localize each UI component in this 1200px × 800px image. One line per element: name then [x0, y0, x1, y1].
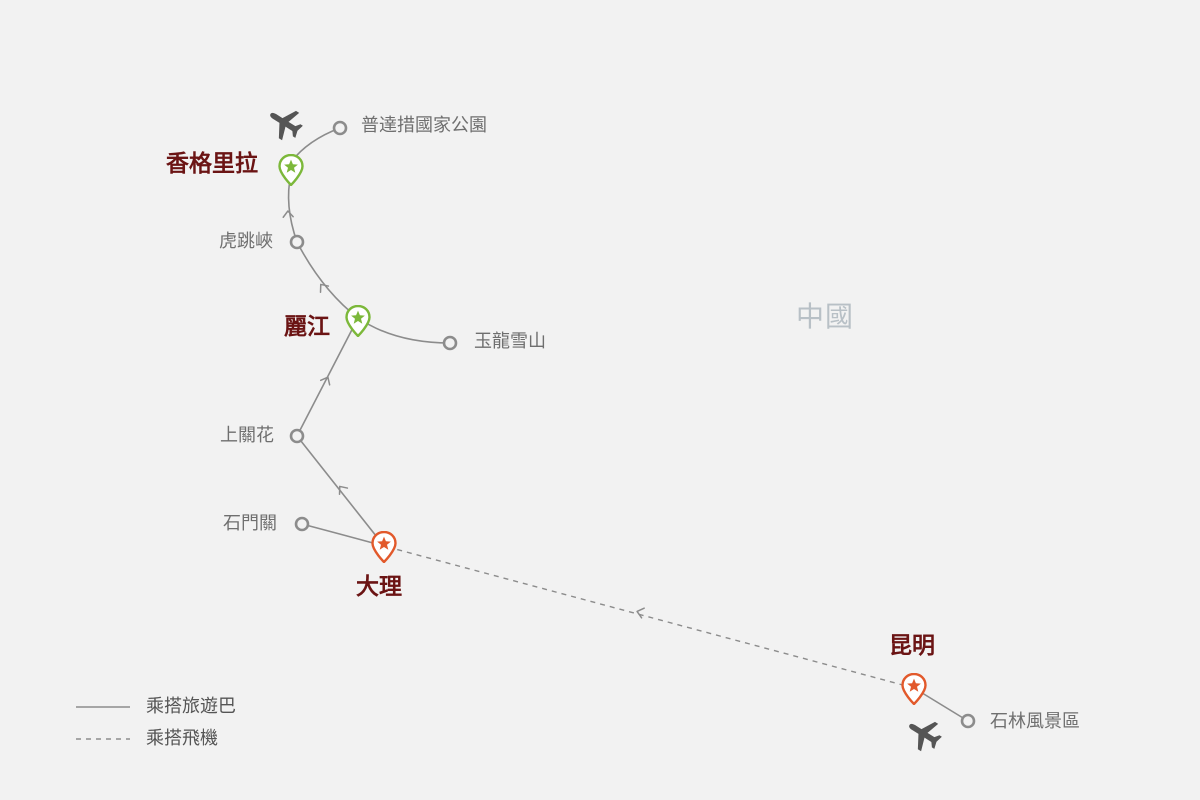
- arrow-icon: [636, 607, 645, 619]
- jade-dragon-snow-mountain-marker-icon[interactable]: [442, 335, 458, 351]
- lijiang-pin-icon[interactable]: [345, 305, 371, 337]
- arrow-icon: [282, 210, 294, 219]
- city-label-shangrila[interactable]: 香格里拉: [166, 150, 258, 177]
- stone-forest-marker-icon[interactable]: [960, 713, 976, 729]
- shangrila-pin-icon[interactable]: [278, 154, 304, 186]
- spot-label-shangguanhua[interactable]: 上關花: [220, 425, 274, 446]
- direction-arrows: [282, 210, 645, 619]
- spot-markers: [289, 120, 976, 729]
- tiger-leaping-gorge-marker-icon[interactable]: [289, 234, 305, 250]
- bus-routes: [287, 127, 969, 722]
- legend-bus-label: 乘搭旅遊巴: [146, 696, 236, 717]
- spot-label-pudacuo[interactable]: 普達措國家公園: [361, 115, 487, 136]
- spot-label-shimenguan[interactable]: 石門關: [223, 513, 277, 534]
- dali-pin-icon[interactable]: [371, 531, 397, 563]
- pudacuo-marker-icon[interactable]: [332, 120, 348, 136]
- spot-label-tiger-leaping-gorge[interactable]: 虎跳峽: [219, 231, 273, 252]
- city-label-lijiang[interactable]: 麗江: [284, 313, 330, 340]
- country-label: 中國: [796, 300, 855, 333]
- shimenguan-marker-icon[interactable]: [294, 516, 310, 532]
- shangguanhua-marker-icon[interactable]: [289, 428, 305, 444]
- route-dali-shangguanhua: [296, 435, 385, 547]
- route-flight-kunming-dali: [383, 545, 915, 689]
- airplane-icon: [900, 711, 947, 757]
- city-label-dali[interactable]: 大理: [356, 573, 402, 600]
- arrow-icon: [319, 283, 330, 293]
- city-label-kunming[interactable]: 昆明: [889, 632, 935, 659]
- arrow-icon: [319, 376, 331, 386]
- kunming-pin-icon[interactable]: [901, 673, 927, 705]
- spot-label-stone-forest[interactable]: 石林風景區: [990, 711, 1080, 732]
- route-lijiang-tiger: [296, 241, 359, 319]
- spot-label-jade-dragon-snow-mountain[interactable]: 玉龍雪山: [474, 331, 546, 352]
- airplane-icon: [261, 100, 308, 146]
- legend-flight-label: 乘搭飛機: [146, 728, 218, 749]
- route-lijiang-jade: [357, 317, 451, 344]
- arrow-icon: [338, 485, 349, 495]
